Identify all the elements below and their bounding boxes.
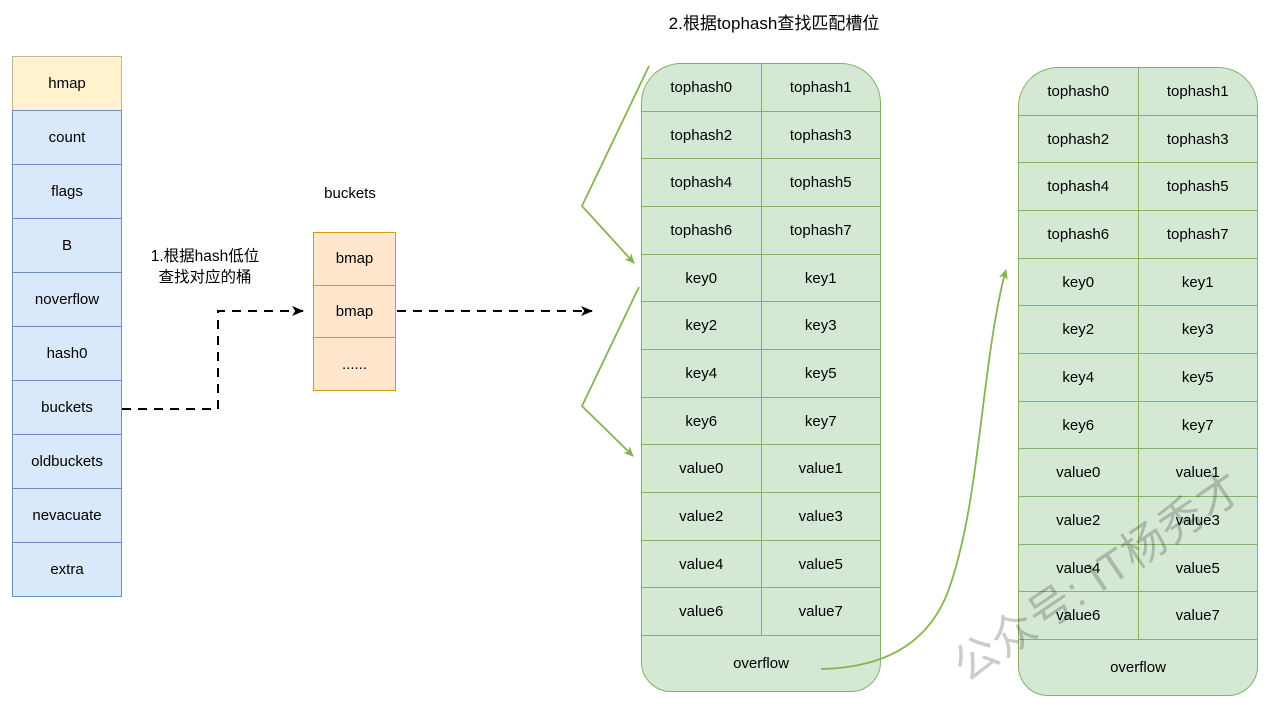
slot-value0: value0 xyxy=(1019,449,1139,497)
step2-title: 2.根据tophash查找匹配槽位 xyxy=(668,14,880,33)
slot-tophash7: tophash7 xyxy=(789,221,852,239)
slot-row: value0 value1 xyxy=(642,444,880,493)
slot-tophash7: tophash7 xyxy=(1166,225,1229,243)
slot-row: value4 value5 xyxy=(642,539,880,588)
overflow-bucket-table: tophash0 tophash1 tophash2 tophash3 toph… xyxy=(1018,67,1258,696)
overflow-pointer-cell: overflow xyxy=(642,635,880,691)
bmap-cell: bmap xyxy=(313,284,396,339)
slot-value7: value7 xyxy=(1175,607,1220,625)
slot-tophash2: tophash2 xyxy=(642,111,762,159)
slot-key6: key6 xyxy=(642,397,762,445)
slot-row: key2 key3 xyxy=(642,301,880,350)
slot-row: key4 key5 xyxy=(642,349,880,397)
hmap-field-count: count xyxy=(12,110,122,165)
slot-value4: value4 xyxy=(1019,544,1139,592)
hmap-field-oldbuckets: oldbuckets xyxy=(12,434,122,489)
arrow-key-to-value xyxy=(580,286,640,457)
hmap-field-hash0: hash0 xyxy=(12,326,122,381)
slot-row: key6 key7 xyxy=(1019,400,1257,449)
slot-value0: value0 xyxy=(642,445,762,493)
slot-row: value2 value3 xyxy=(642,492,880,540)
slot-row: tophash0 tophash1 xyxy=(1019,68,1257,115)
slot-tophash6: tophash6 xyxy=(642,207,762,254)
hmap-field-b: B xyxy=(12,218,122,273)
buckets-array-label: buckets xyxy=(324,185,376,202)
slot-row: value6 value7 xyxy=(1019,591,1257,640)
slot-row: value6 value7 xyxy=(642,587,880,636)
slot-value3: value3 xyxy=(1175,511,1220,529)
slot-tophash0: tophash0 xyxy=(642,64,762,111)
slot-row: key6 key7 xyxy=(642,396,880,445)
slot-row: value4 value5 xyxy=(1019,543,1257,592)
hmap-field-noverflow: noverflow xyxy=(12,272,122,327)
slot-tophash1: tophash1 xyxy=(1166,82,1229,100)
slot-row: key4 key5 xyxy=(1019,353,1257,401)
slot-row: value2 value3 xyxy=(1019,496,1257,544)
slot-row: tophash4 tophash5 xyxy=(642,158,880,207)
arrow-tophash-to-key xyxy=(580,65,650,264)
slot-key3: key3 xyxy=(804,317,837,335)
slot-row: tophash0 tophash1 xyxy=(642,64,880,111)
bmap-cell: bmap xyxy=(313,232,396,286)
slot-key5: key5 xyxy=(804,364,837,382)
slot-value2: value2 xyxy=(642,493,762,540)
slot-value6: value6 xyxy=(642,588,762,636)
step1-line1: 1.根据hash低位 xyxy=(150,248,260,265)
slot-key4: key4 xyxy=(1019,354,1139,401)
slot-value2: value2 xyxy=(1019,497,1139,544)
slot-value1: value1 xyxy=(1175,464,1220,482)
slot-row: value0 value1 xyxy=(1019,448,1257,497)
hmap-field-flags: flags xyxy=(12,164,122,219)
slot-key1: key1 xyxy=(804,269,837,287)
slot-value7: value7 xyxy=(798,603,843,621)
bucket-detail-table: tophash0 tophash1 tophash2 tophash3 toph… xyxy=(641,63,881,692)
slot-tophash4: tophash4 xyxy=(1019,163,1139,211)
step1-annotation: 1.根据hash低位 查找对应的桶 xyxy=(130,246,280,288)
slot-key7: key7 xyxy=(804,412,837,430)
slot-key3: key3 xyxy=(1181,321,1214,339)
slot-key4: key4 xyxy=(642,350,762,397)
hmap-field-extra: extra xyxy=(12,542,122,597)
slot-row: key0 key1 xyxy=(1019,257,1257,306)
hmap-field-nevacuate: nevacuate xyxy=(12,488,122,543)
slot-tophash0: tophash0 xyxy=(1019,68,1139,115)
buckets-array-table: bmap bmap ...... xyxy=(313,232,396,392)
hmap-struct-table: hmap count flags B noverflow hash0 bucke… xyxy=(12,56,122,597)
slot-key0: key0 xyxy=(1019,258,1139,306)
overflow-pointer-cell: overflow xyxy=(1019,639,1257,695)
slot-row: tophash4 tophash5 xyxy=(1019,162,1257,211)
hmap-field-buckets: buckets xyxy=(12,380,122,435)
slot-tophash4: tophash4 xyxy=(642,159,762,207)
slot-tophash3: tophash3 xyxy=(1166,130,1229,148)
slot-row: tophash6 tophash7 xyxy=(642,206,880,254)
slot-key6: key6 xyxy=(1019,401,1139,449)
slot-value4: value4 xyxy=(642,540,762,588)
slot-key0: key0 xyxy=(642,254,762,302)
slot-key2: key2 xyxy=(1019,306,1139,354)
slot-key1: key1 xyxy=(1181,273,1214,291)
slot-row: tophash2 tophash3 xyxy=(1019,114,1257,163)
slot-value1: value1 xyxy=(798,460,843,478)
slot-row: tophash2 tophash3 xyxy=(642,110,880,159)
slot-tophash1: tophash1 xyxy=(789,78,852,96)
slot-value5: value5 xyxy=(798,555,843,573)
slot-value3: value3 xyxy=(798,507,843,525)
slot-key5: key5 xyxy=(1181,368,1214,386)
hmap-header-cell: hmap xyxy=(12,56,122,111)
slot-row: key2 key3 xyxy=(1019,305,1257,354)
slot-value5: value5 xyxy=(1175,559,1220,577)
arrow-buckets-to-bmap xyxy=(122,306,304,410)
slot-tophash5: tophash5 xyxy=(789,174,852,192)
slot-tophash3: tophash3 xyxy=(789,126,852,144)
slot-key2: key2 xyxy=(642,302,762,350)
step1-line2: 查找对应的桶 xyxy=(158,269,252,286)
slot-row: tophash6 tophash7 xyxy=(1019,210,1257,258)
bmap-cell-ellipsis: ...... xyxy=(313,337,396,392)
slot-tophash6: tophash6 xyxy=(1019,211,1139,258)
slot-key7: key7 xyxy=(1181,416,1214,434)
slot-tophash2: tophash2 xyxy=(1019,115,1139,163)
slot-row: key0 key1 xyxy=(642,253,880,302)
slot-value6: value6 xyxy=(1019,592,1139,640)
slot-tophash5: tophash5 xyxy=(1166,178,1229,196)
